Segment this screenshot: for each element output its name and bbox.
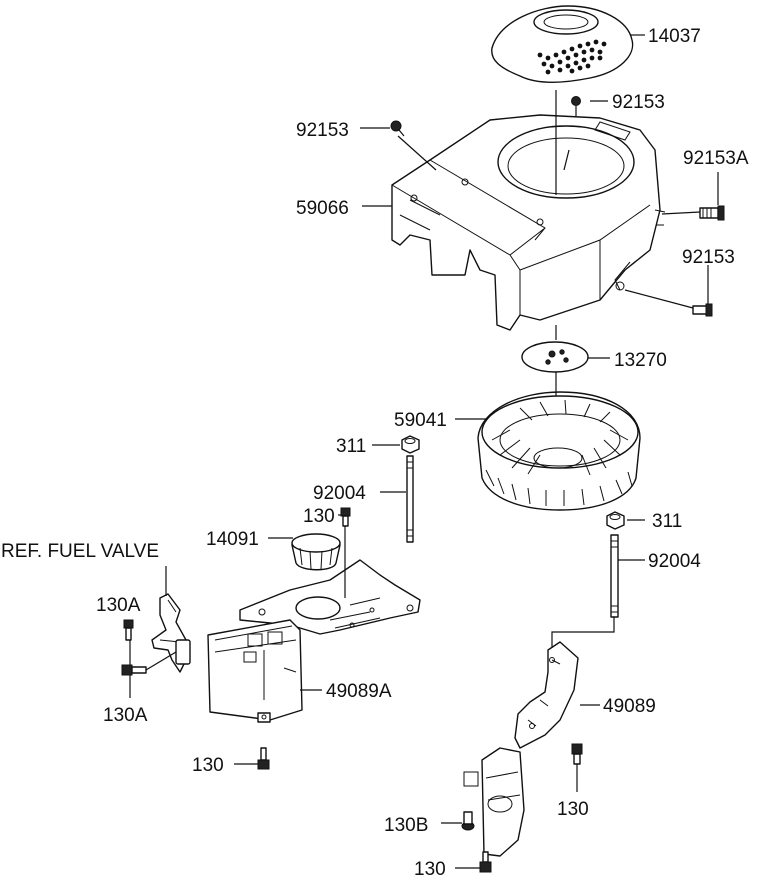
part-59066-housing — [391, 114, 666, 331]
label-59041: 59041 — [394, 410, 447, 431]
bolt-icon-92153-right — [692, 303, 713, 317]
label-14091: 14091 — [206, 529, 259, 550]
label-311-left: 311 — [336, 436, 366, 457]
label-130a-top: 130A — [96, 595, 141, 616]
label-130b: 130B — [384, 815, 428, 836]
part-49089a-shield — [207, 619, 303, 723]
label-14037: 14037 — [648, 26, 701, 47]
bolt-icon-92153-top — [571, 96, 581, 116]
label-92004-left: 92004 — [313, 483, 366, 504]
label-92153-top: 92153 — [612, 92, 665, 113]
part-13270-plate — [521, 341, 589, 373]
label-130-right: 130 — [557, 799, 589, 820]
label-130-top: 130 — [303, 506, 335, 527]
label-311-right: 311 — [652, 511, 682, 532]
label-49089: 49089 — [603, 696, 656, 717]
part-14037-cover — [491, 5, 634, 83]
part-59041-flywheel — [477, 391, 641, 511]
part-14091-collar — [291, 533, 341, 571]
part-311-nut-left — [401, 435, 420, 454]
part-49089-bracket — [514, 641, 579, 749]
part-lower-shield — [463, 747, 525, 857]
bolt-icon-130b — [461, 811, 475, 831]
bolt-icon-130-left-bottom — [257, 747, 270, 770]
label-92004-right: 92004 — [648, 551, 701, 572]
label-92153-right: 92153 — [682, 247, 735, 268]
bolt-icon-130-right — [571, 743, 583, 765]
label-49089a: 49089A — [326, 681, 392, 702]
bolt-icon-130-bottom — [479, 851, 492, 873]
part-92004-stud-right — [610, 534, 619, 618]
label-130a-bottom: 130A — [103, 705, 148, 726]
label-92153-left: 92153 — [296, 120, 349, 141]
bolt-icon-92153a — [699, 205, 725, 221]
bolt-icon-92153-left — [390, 120, 405, 137]
label-92153a: 92153A — [683, 148, 749, 169]
part-fuel-valve-bracket — [151, 593, 191, 673]
label-130-left-bottom: 130 — [192, 755, 224, 776]
bolt-icon-130a-top — [123, 619, 134, 641]
bolt-icon-130a-bottom — [121, 664, 147, 676]
label-13270: 13270 — [614, 350, 667, 371]
part-bracket-left — [239, 559, 421, 635]
label-59066: 59066 — [296, 198, 349, 219]
part-92004-stud-left — [406, 455, 414, 543]
label-130-bottom: 130 — [414, 859, 446, 880]
part-311-nut-right — [606, 511, 625, 530]
leader-lines — [129, 34, 719, 869]
label-ref-fuel-valve: REF. FUEL VALVE — [1, 541, 159, 562]
bolt-icon-130-top — [340, 507, 351, 527]
